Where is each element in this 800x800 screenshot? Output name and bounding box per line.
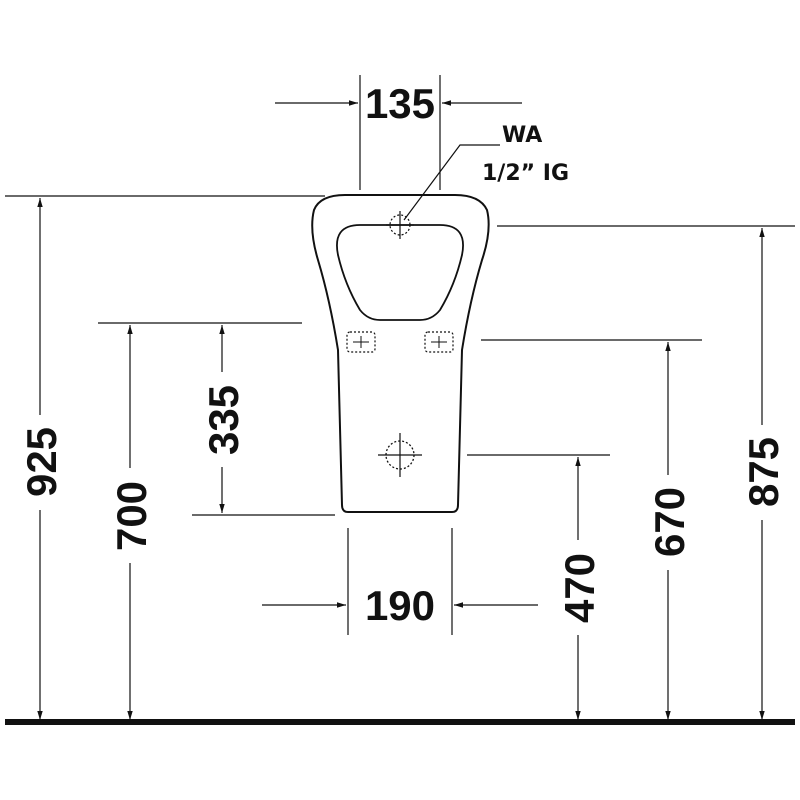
- water-inlet-symbol: [386, 211, 414, 239]
- dim-label-190: 190: [365, 582, 435, 629]
- dim-label-670: 670: [646, 487, 693, 557]
- dim-label-470: 470: [556, 553, 603, 623]
- outlet-symbol: [378, 433, 422, 477]
- bowl-opening: [336, 224, 464, 321]
- dim-label-875: 875: [740, 437, 787, 507]
- dim-label-135: 135: [365, 80, 435, 127]
- dim-label-925: 925: [18, 427, 65, 497]
- annotation-line-2: 1/2” IG: [482, 161, 569, 186]
- dim-label-700: 700: [108, 481, 155, 551]
- annotation-line-1: WA: [502, 123, 542, 148]
- dim-label-335: 335: [200, 385, 247, 455]
- annotation-leader: [403, 144, 500, 221]
- mounting-bracket-right: [424, 331, 454, 353]
- urinal-body-outline: [311, 194, 490, 513]
- mounting-bracket-left: [346, 331, 376, 353]
